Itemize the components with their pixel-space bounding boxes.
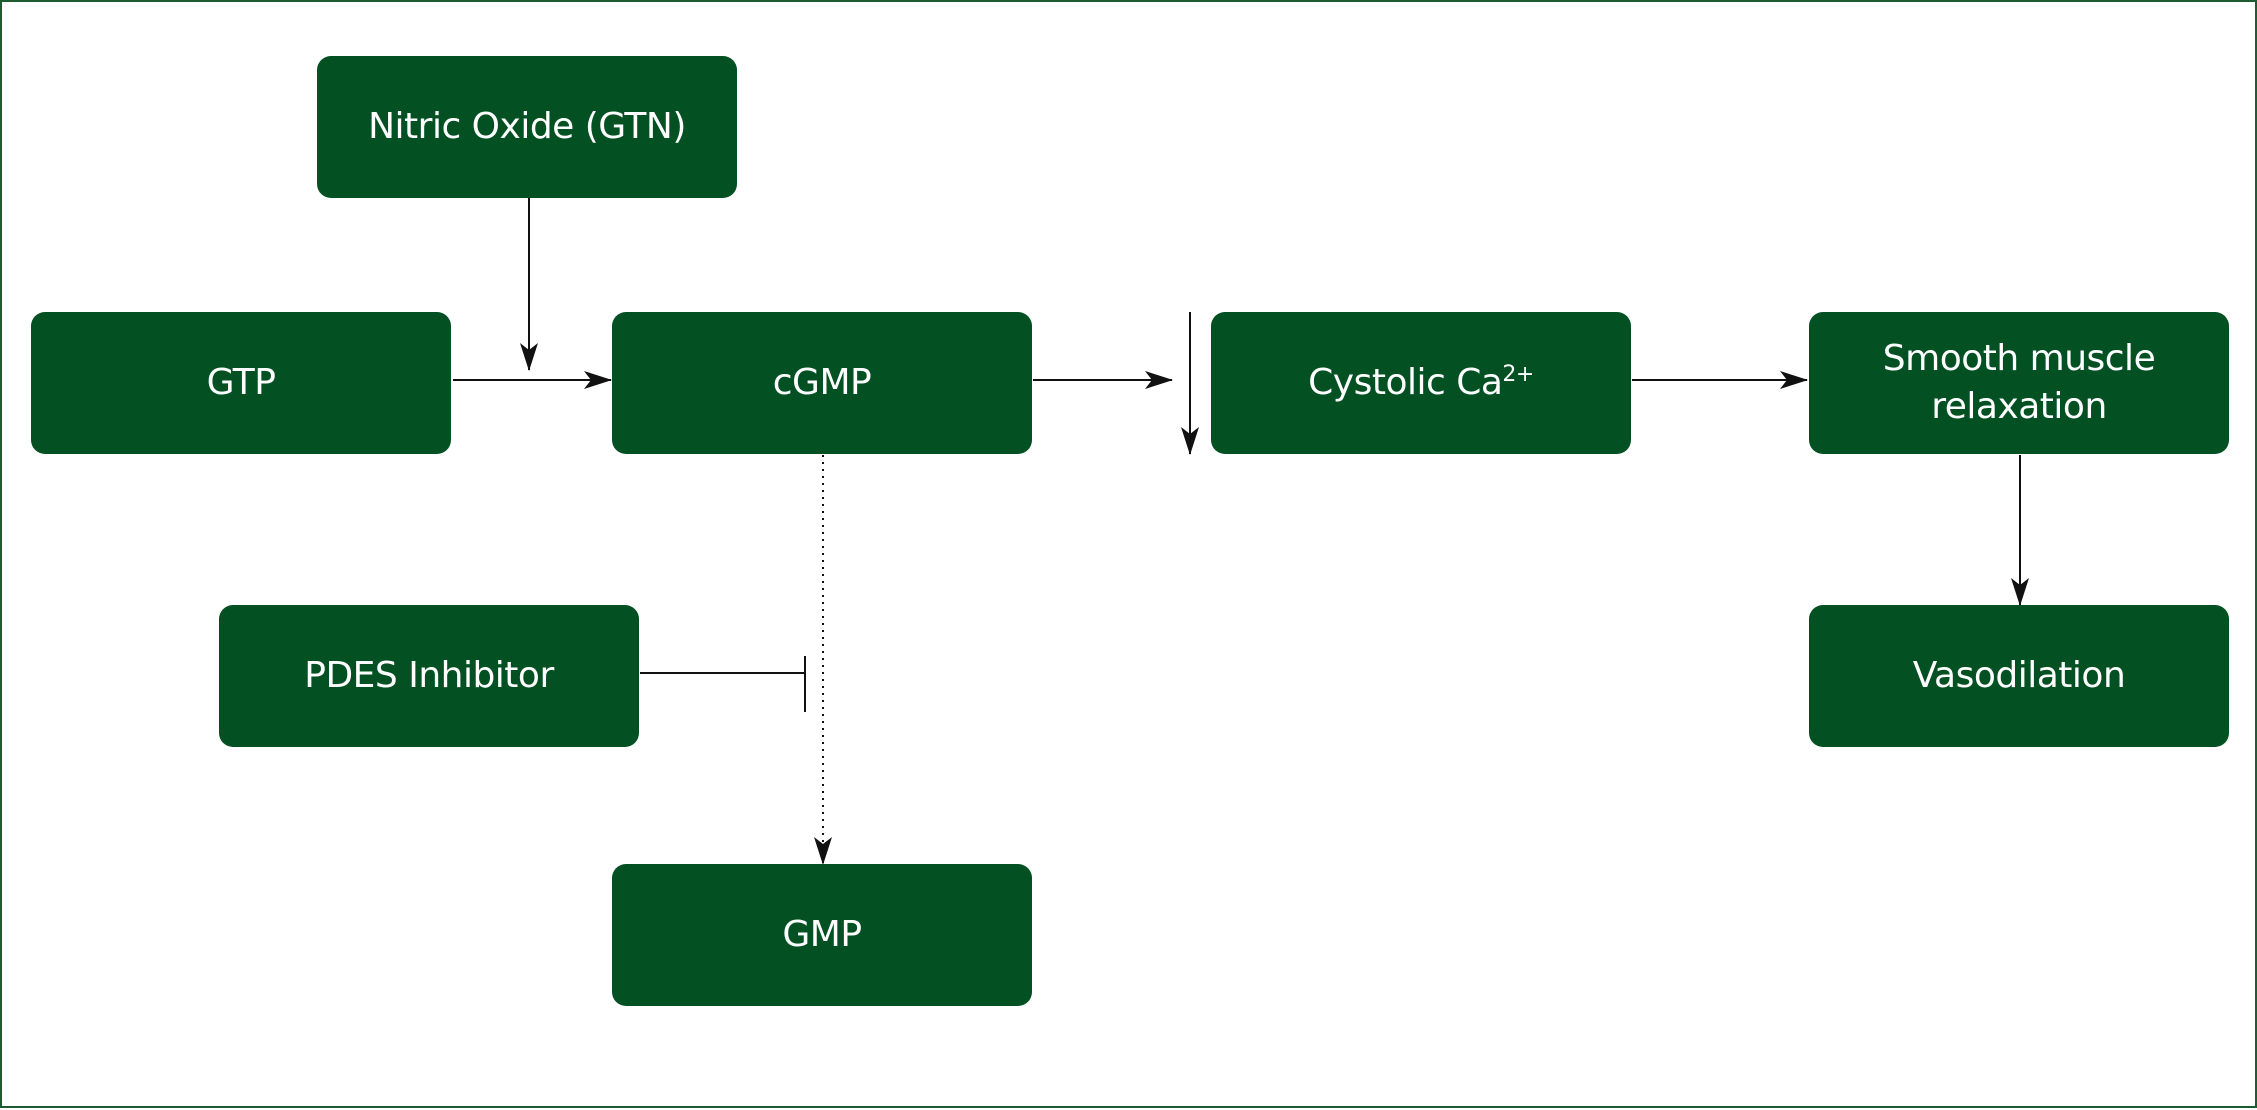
- smooth-muscle-line2: relaxation: [1931, 386, 2107, 427]
- node-cgmp: cGMP: [612, 312, 1032, 454]
- node-cystolic-ca: Cystolic Ca2+: [1211, 312, 1631, 454]
- smooth-muscle-line1: Smooth muscle: [1882, 338, 2156, 379]
- node-cgmp-label: cGMP: [772, 362, 872, 403]
- node-pdes-inhibitor: PDES Inhibitor: [219, 605, 639, 747]
- node-gmp-label: GMP: [782, 914, 862, 955]
- node-nitric-oxide-label: Nitric Oxide (GTN): [368, 106, 686, 147]
- node-smooth-muscle-relaxation: Smooth muscle relaxation: [1809, 312, 2229, 454]
- cystolic-ca-text: Cystolic Ca: [1308, 362, 1503, 403]
- node-gmp: GMP: [612, 864, 1032, 1006]
- node-vasodilation: Vasodilation: [1809, 605, 2229, 747]
- cystolic-ca-superscript: 2+: [1502, 362, 1534, 387]
- node-pdes-inhibitor-label: PDES Inhibitor: [304, 655, 554, 696]
- node-cystolic-ca-label: Cystolic Ca2+: [1308, 359, 1534, 407]
- node-smooth-muscle-relaxation-label: Smooth muscle relaxation: [1882, 335, 2156, 431]
- node-gtp-label: GTP: [206, 362, 276, 403]
- node-gtp: GTP: [31, 312, 451, 454]
- node-vasodilation-label: Vasodilation: [1912, 655, 2126, 696]
- node-nitric-oxide: Nitric Oxide (GTN): [317, 56, 737, 198]
